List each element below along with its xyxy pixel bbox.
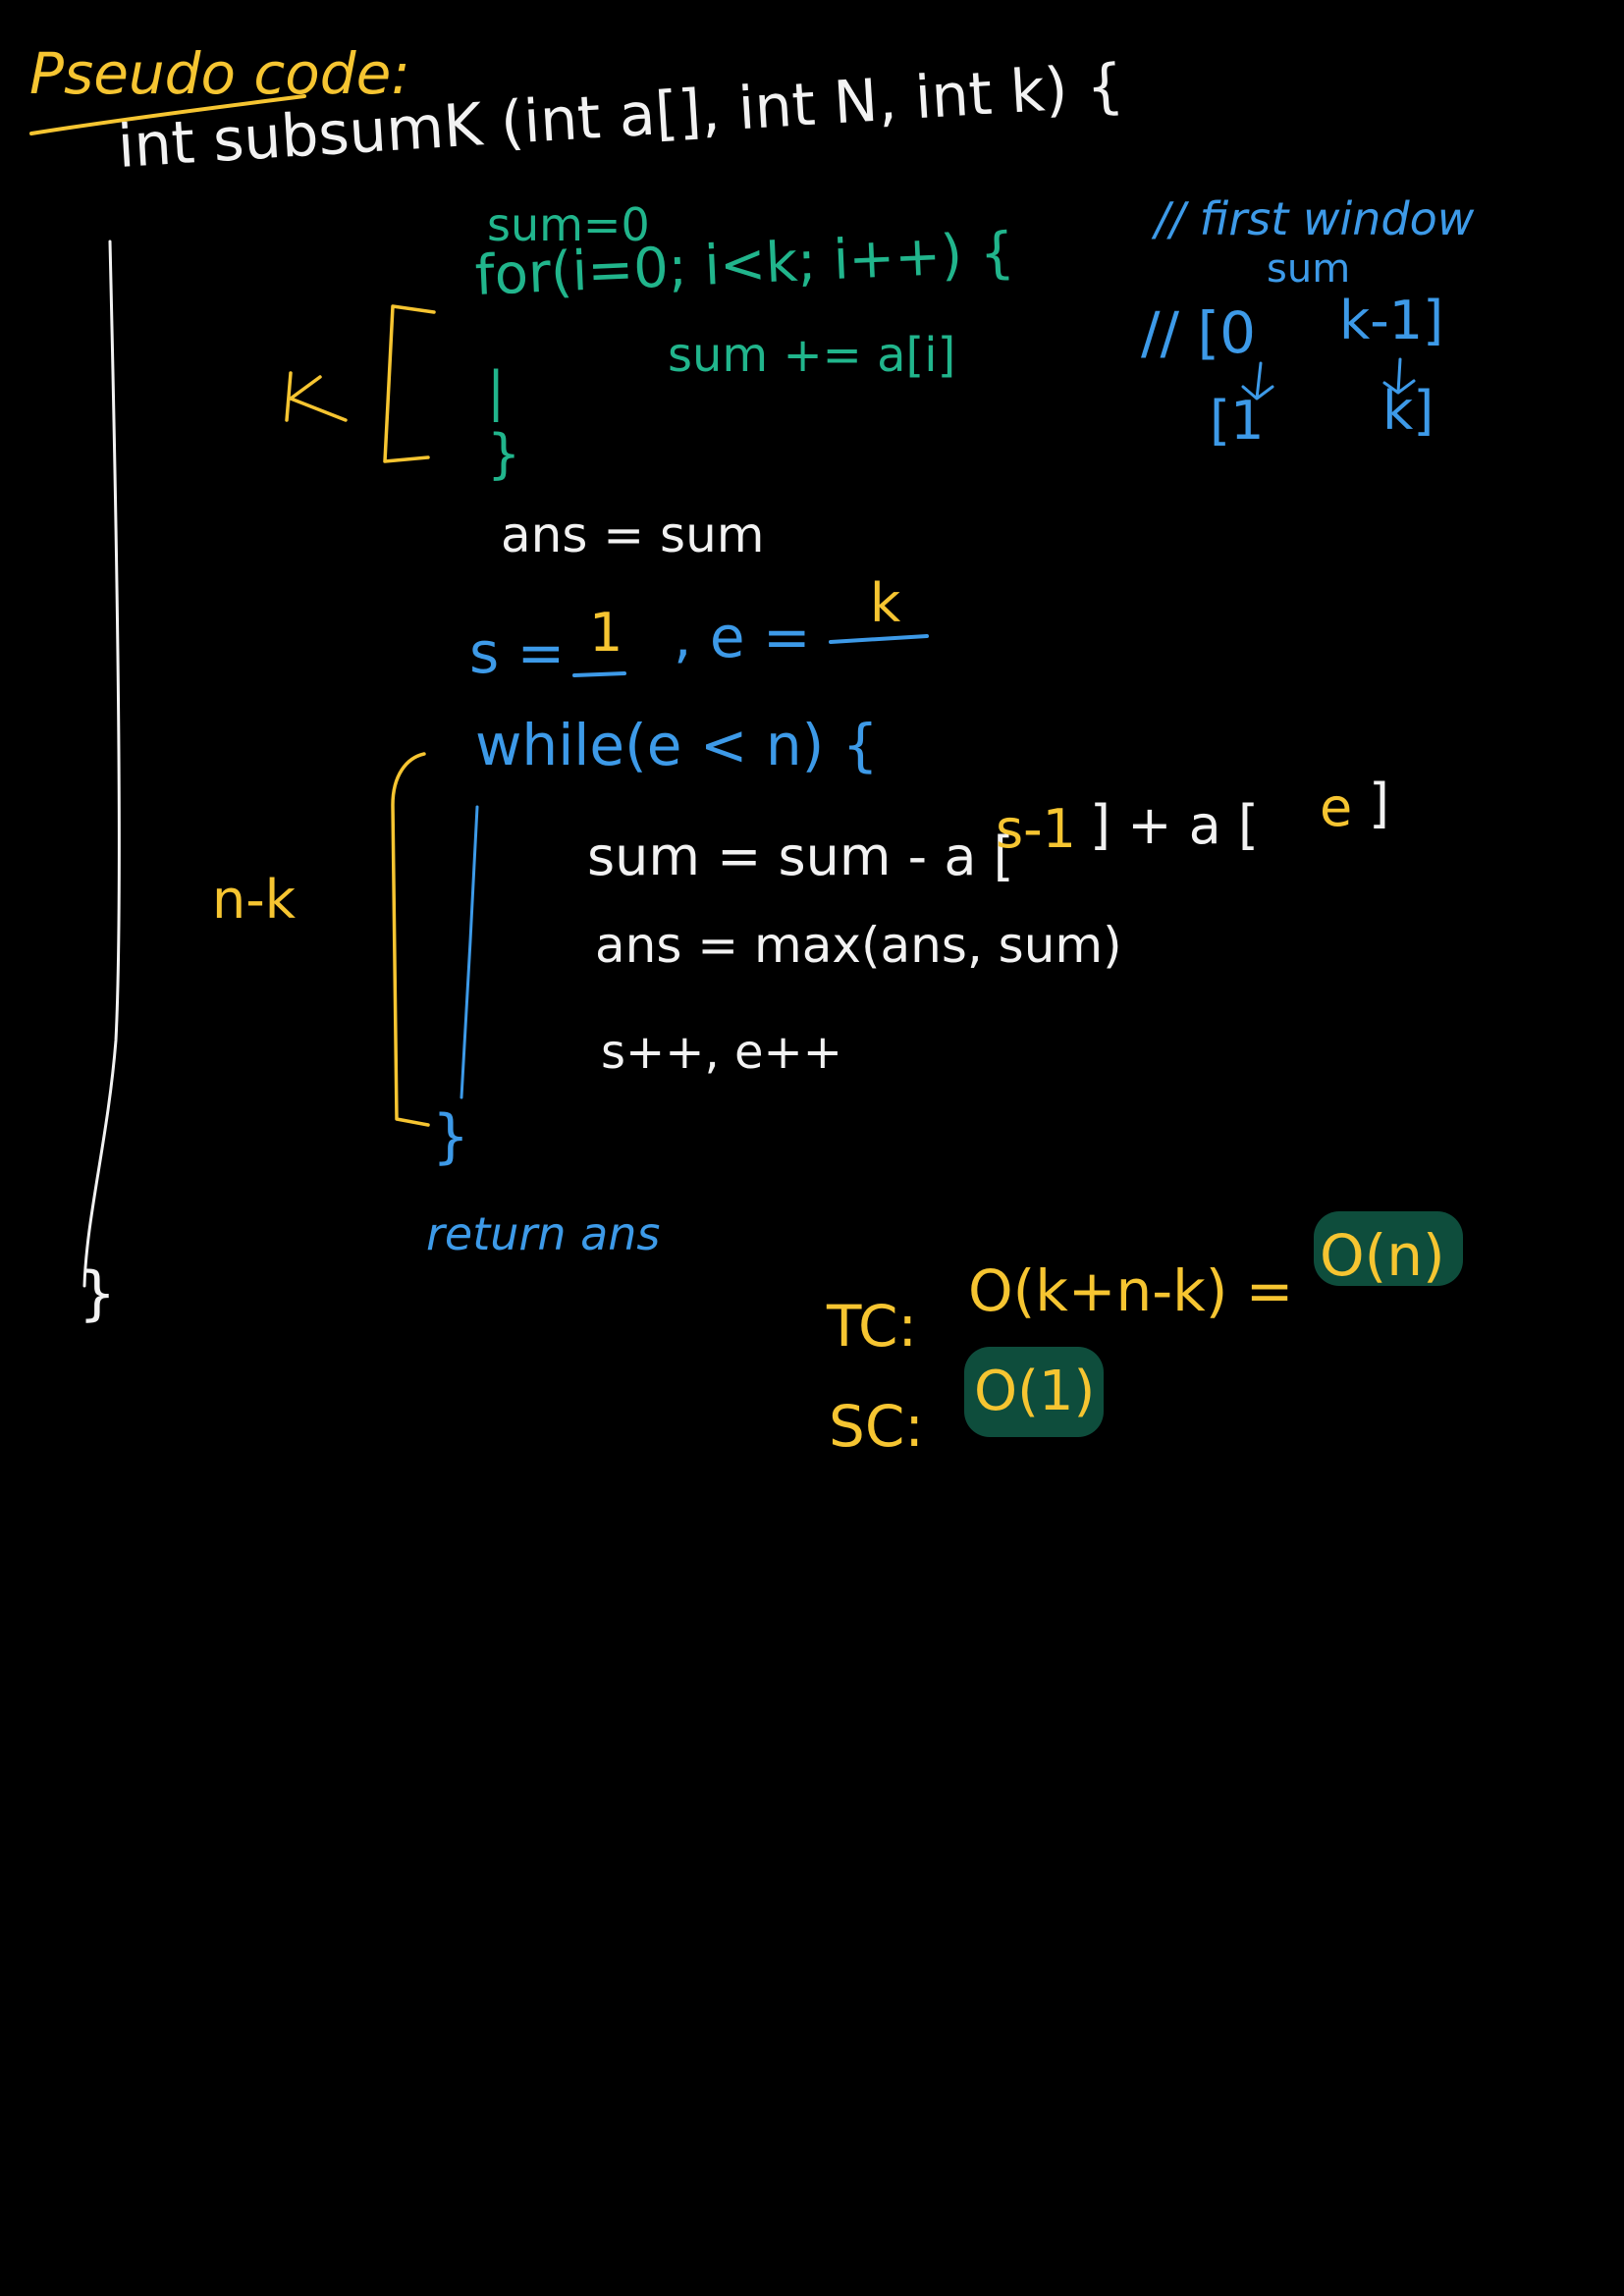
range-first-open: // [0	[1141, 299, 1257, 366]
for-close-brace: }	[487, 423, 521, 485]
k-label-stroke	[285, 371, 348, 422]
page-title: Pseudo code:	[29, 40, 410, 107]
range-first-close: k-1]	[1339, 290, 1444, 351]
update-sum-part-a: sum = sum - a [	[587, 826, 1014, 887]
space-complexity-result: O(1)	[974, 1360, 1096, 1423]
range-arrow-left	[1241, 361, 1274, 400]
e-assign-label: , e =	[674, 604, 811, 670]
update-sum-part-b: ] + a [	[1090, 794, 1259, 856]
sum-init-line: sum=0	[487, 198, 650, 251]
update-sum-part-c: ]	[1369, 773, 1390, 834]
range-second-open: [1	[1210, 390, 1265, 452]
for-body-pipe: |	[487, 360, 506, 422]
increment-line: s++, e++	[601, 1025, 842, 1080]
while-body-rule	[460, 805, 479, 1099]
s-assign-label: s =	[469, 619, 566, 686]
s-value-underline	[572, 671, 626, 677]
function-close-brace: }	[79, 1259, 117, 1328]
time-complexity-label: TC:	[827, 1293, 918, 1360]
n-minus-k-label: n-k	[212, 869, 296, 931]
range-second-close: k]	[1382, 380, 1435, 442]
e-assign-value: k	[870, 572, 901, 634]
time-complexity-highlight	[1314, 1211, 1463, 1286]
while-bracket	[391, 752, 430, 1127]
space-complexity-highlight	[964, 1347, 1104, 1437]
time-complexity-expression: O(k+n-k) =	[968, 1257, 1294, 1324]
return-line: return ans	[426, 1207, 661, 1260]
for-body-line: sum += a[i]	[668, 328, 956, 383]
update-sum-e-index: e	[1320, 776, 1353, 838]
space-complexity-label: SC:	[829, 1393, 924, 1460]
time-complexity-result: O(n)	[1320, 1222, 1445, 1289]
while-close-brace: }	[432, 1102, 470, 1171]
first-window-comment-sum: sum	[1267, 246, 1351, 292]
while-header-line: while(e < n) {	[475, 712, 879, 778]
ans-init-line: ans = sum	[501, 507, 765, 563]
e-value-underline	[829, 634, 929, 644]
title-underline	[29, 94, 306, 135]
function-body-rule	[82, 240, 121, 1288]
range-arrow-right	[1382, 357, 1416, 395]
update-sum-s-index: s-1	[996, 798, 1076, 860]
first-window-comment: // first window	[1155, 192, 1475, 245]
k-bracket	[383, 304, 436, 463]
s-assign-value: 1	[589, 602, 623, 664]
update-ans-line: ans = max(ans, sum)	[595, 917, 1122, 974]
